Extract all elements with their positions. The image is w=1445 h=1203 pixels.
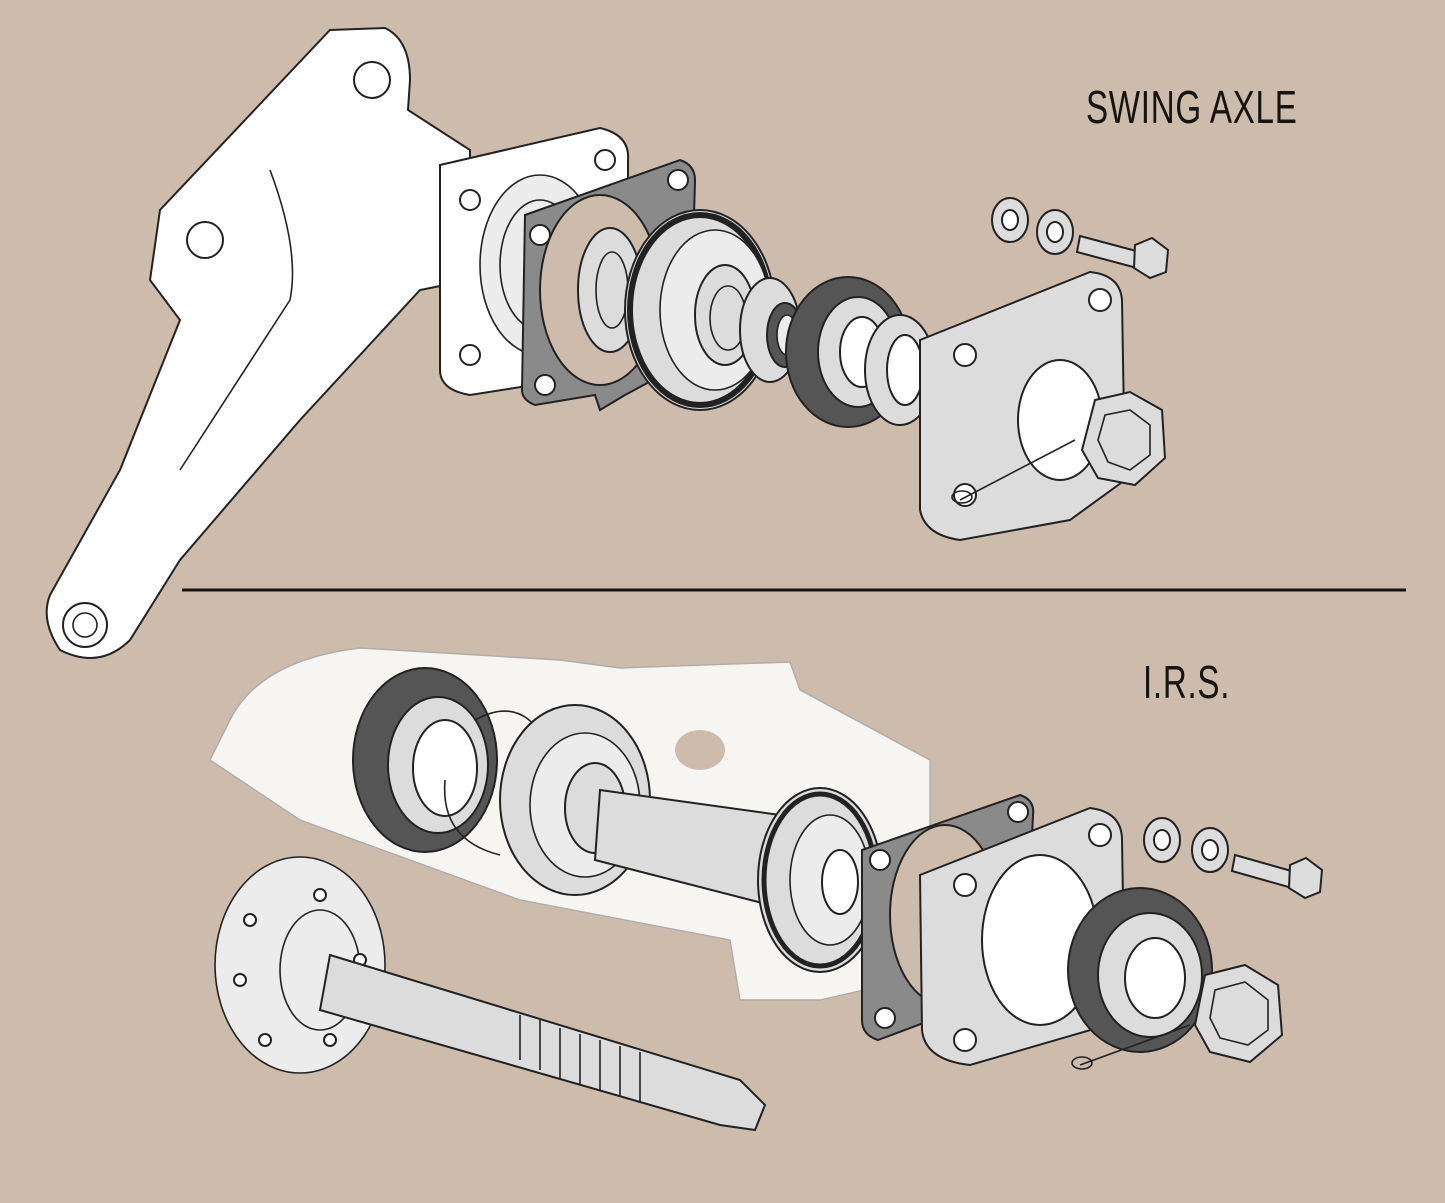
irs-outer-seal bbox=[1067, 887, 1213, 1053]
circlip-lower bbox=[443, 779, 501, 856]
swing-axle-label: SWING AXLE bbox=[1086, 81, 1298, 133]
arm-hole-mid bbox=[186, 221, 224, 259]
irs-cotter-pin bbox=[1079, 1024, 1191, 1066]
cotter-pin bbox=[959, 439, 1076, 501]
irs-label: I.R.S. bbox=[1143, 656, 1231, 708]
arm-bushing bbox=[62, 602, 108, 648]
irs-assembly bbox=[209, 647, 1324, 1132]
stub-axle bbox=[214, 856, 767, 1132]
swing-axle-assembly bbox=[45, 26, 1170, 659]
irs-ball-bearing bbox=[757, 787, 883, 973]
bolt bbox=[1075, 234, 1170, 280]
irs-oil-seal bbox=[352, 667, 498, 853]
arm-hole-top bbox=[353, 61, 391, 99]
spring-plate-arm bbox=[45, 26, 471, 659]
irs-castle-nut bbox=[1193, 963, 1284, 1064]
irs-bolt bbox=[1230, 853, 1324, 900]
castle-nut bbox=[1080, 390, 1167, 487]
